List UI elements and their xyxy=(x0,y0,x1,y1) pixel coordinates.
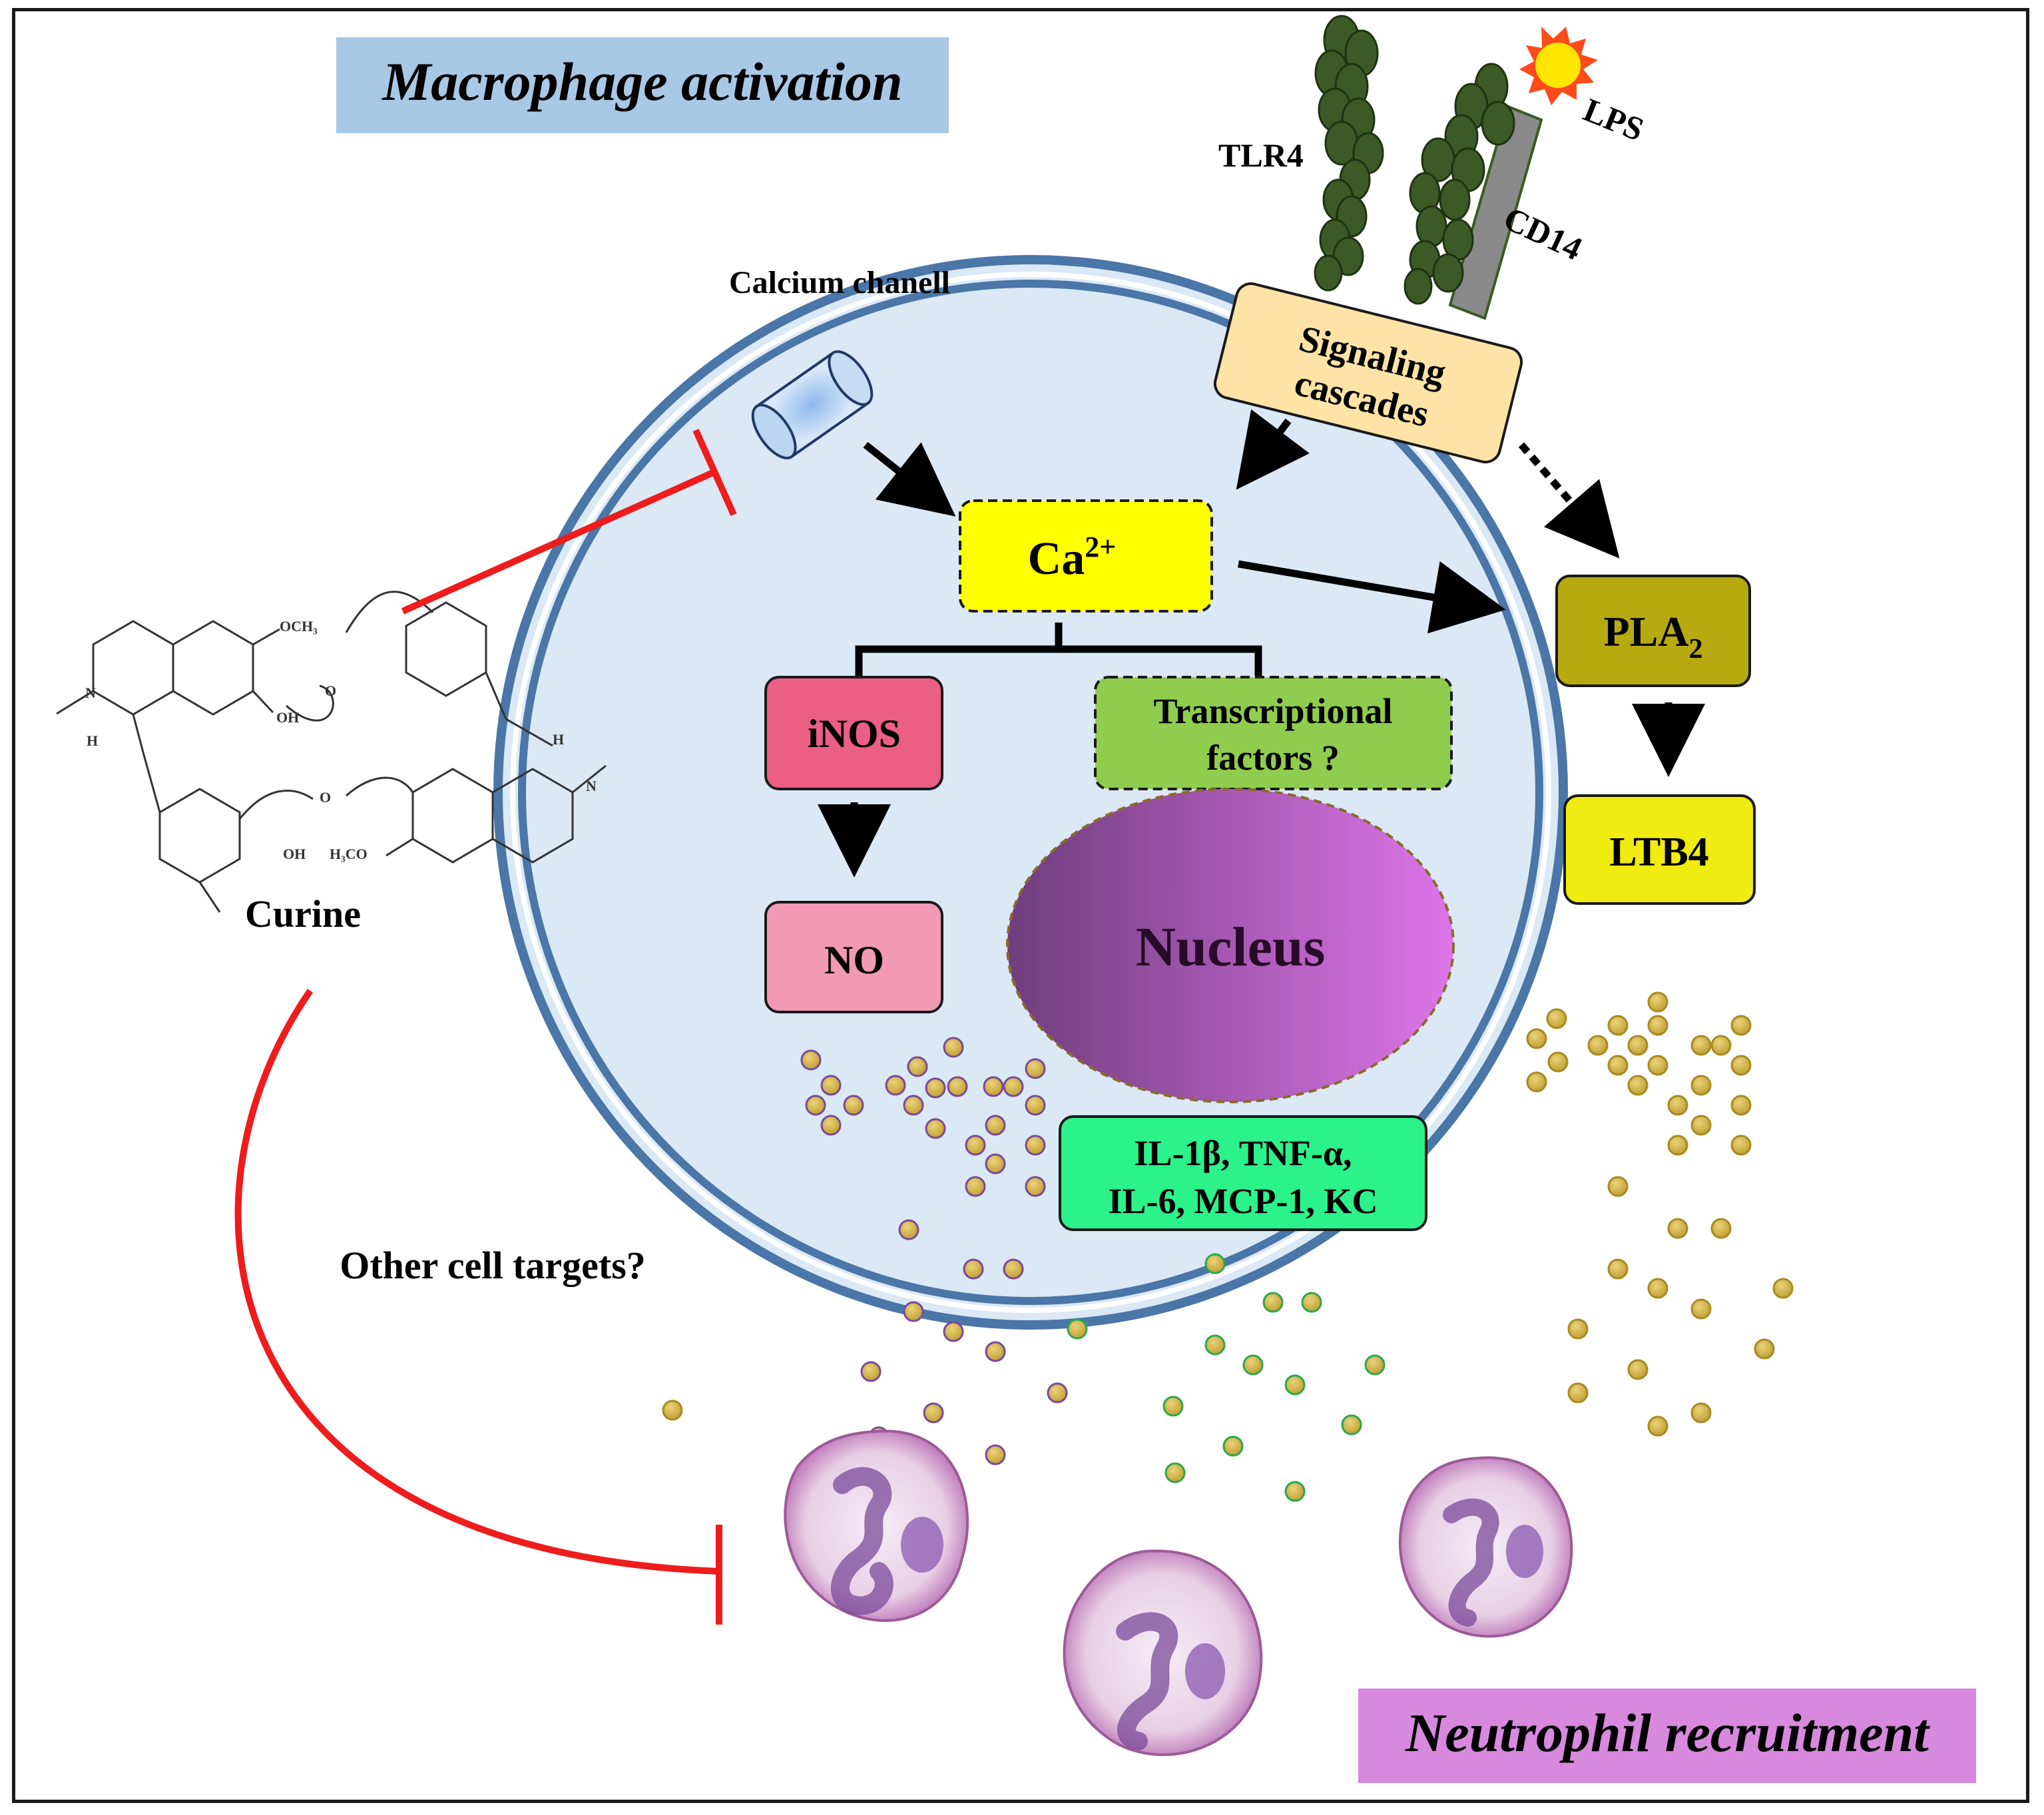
pla2-label: PLA xyxy=(1604,608,1689,655)
signaling-cascades-box: Signaling cascades xyxy=(1213,282,1523,463)
calcium-channel-label: Calcium chanell xyxy=(729,265,950,300)
atom-h-right: H xyxy=(553,731,564,748)
inhibit-calcium-channel-bar xyxy=(692,428,737,517)
calcium-label: Ca xyxy=(1028,533,1085,585)
inhibit-calcium-channel xyxy=(401,468,718,615)
svg-text:PLA2: PLA2 xyxy=(1604,608,1703,664)
arrow-signaling-to-ca xyxy=(1236,409,1310,490)
arrow-signaling-to-pla2 xyxy=(1518,442,1620,559)
pla2-subscript: 2 xyxy=(1689,634,1703,664)
bracket-ca-to-tf xyxy=(1059,645,1262,676)
granules-purple xyxy=(800,1037,1068,1465)
other-targets-label: Other cell targets? xyxy=(340,1244,646,1287)
no-label: NO xyxy=(824,938,884,982)
tf-label-line2: factors ? xyxy=(1206,738,1339,778)
cytokines-label-line1: IL-1β, TNF-α, xyxy=(1134,1133,1352,1173)
atom-o-top: O xyxy=(325,682,336,699)
atom-oh-bottom: OH xyxy=(283,846,306,862)
tlr4-receptor xyxy=(1314,15,1515,305)
granules-gold xyxy=(662,991,1794,1437)
bracket-ca-to-inos xyxy=(855,623,1063,676)
atom-n-right: N xyxy=(586,778,597,794)
curine-label: Curine xyxy=(245,892,361,935)
cytokines-box: IL-1β, TNF-α, IL-6, MCP-1, KC xyxy=(1059,1115,1427,1231)
lps-label: LPS xyxy=(1579,91,1649,148)
cytokines-label-line2: IL-6, MCP-1, KC xyxy=(1109,1181,1378,1221)
ltb4-box: LTB4 xyxy=(1563,794,1756,905)
arrow-ca-to-pla2 xyxy=(1238,560,1506,634)
inhibition-arrows xyxy=(234,428,737,1625)
granules-green xyxy=(1067,1253,1386,1502)
curine-atom-labels: OCH₃ OH O N H O OH H₃CO N H xyxy=(85,618,597,862)
macrophage-title-text: Macrophage activation xyxy=(381,51,902,112)
svg-text:Ca2+: Ca2+ xyxy=(1028,531,1117,585)
nucleus: Nucleus xyxy=(1006,788,1455,1103)
ltb4-label: LTB4 xyxy=(1609,830,1708,875)
atom-och3: OCH₃ xyxy=(280,618,318,635)
calcium-channel-icon xyxy=(751,350,874,459)
inhibit-neutrophil xyxy=(234,989,720,1575)
nucleus-label: Nucleus xyxy=(1136,916,1326,978)
atom-n-left: N xyxy=(85,684,96,701)
inos-label: iNOS xyxy=(808,712,901,756)
calcium-ion-box: Ca2+ xyxy=(959,499,1213,613)
atom-h3co: H₃CO xyxy=(330,846,368,862)
curine-structure xyxy=(56,591,607,913)
pathway-arrows xyxy=(818,409,1705,878)
arrow-channel-to-ca xyxy=(863,441,956,517)
tlr4-label: TLR4 xyxy=(1218,136,1304,174)
pla2-box: PLA2 xyxy=(1555,575,1751,687)
atom-oh-top: OH xyxy=(276,709,299,726)
inos-box: iNOS xyxy=(764,676,943,790)
atom-o-bottom: O xyxy=(320,789,331,806)
figure-frame xyxy=(12,8,2029,1803)
no-box: NO xyxy=(764,901,943,1013)
neutrophil-cell-1 xyxy=(784,1429,969,1622)
neutrophil-cell-3 xyxy=(1398,1456,1573,1638)
lps-burst-icon xyxy=(1519,27,1598,105)
neutrophil-title-text: Neutrophil recruitment xyxy=(1405,1702,1930,1763)
neutrophil-cell-2 xyxy=(1063,1549,1263,1756)
neutrophil-title: Neutrophil recruitment xyxy=(1358,1688,1976,1783)
transcriptional-factors-box: Transcriptional factors ? xyxy=(1094,676,1453,790)
atom-h-left: H xyxy=(87,732,98,749)
macrophage-title: Macrophage activation xyxy=(336,37,949,133)
cd14-label: CD14 xyxy=(1498,199,1587,267)
calcium-charge: 2+ xyxy=(1085,531,1116,563)
tf-label-line1: Transcriptional xyxy=(1153,691,1392,731)
